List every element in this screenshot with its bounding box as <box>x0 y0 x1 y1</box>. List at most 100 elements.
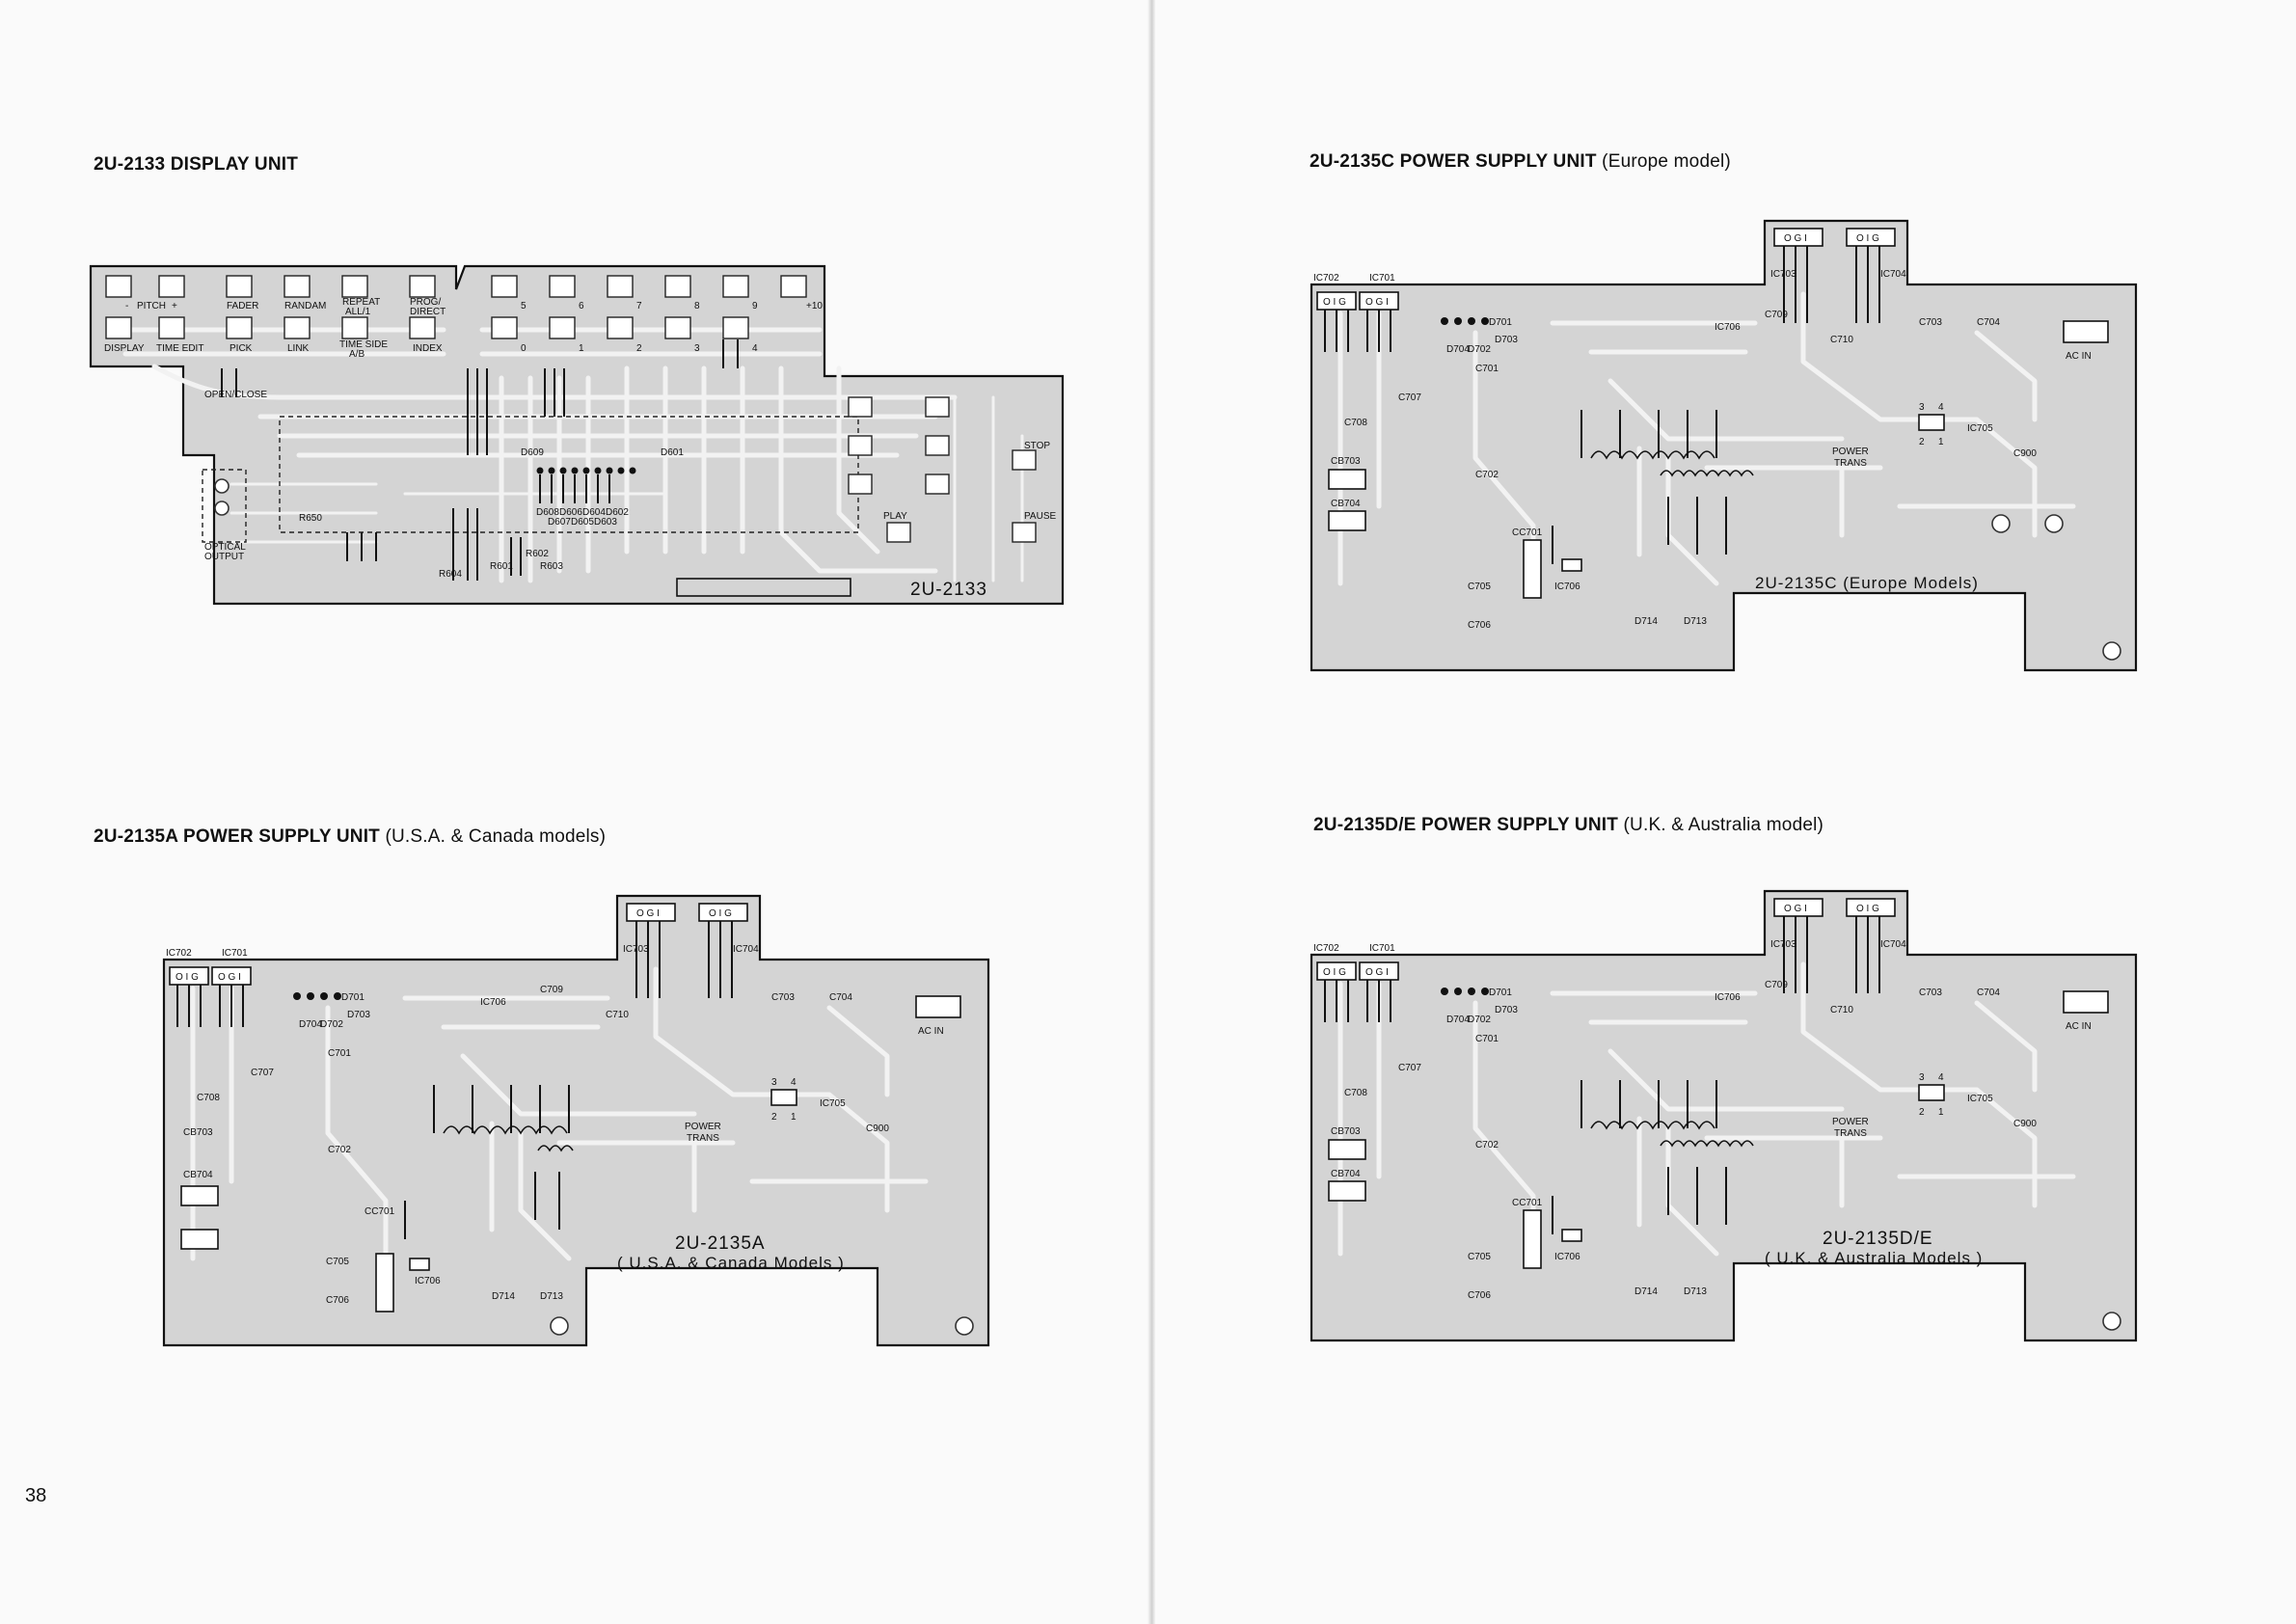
left-page <box>0 0 1149 1624</box>
lbl-r603: R603 <box>540 561 563 572</box>
psu-de-lbl-c705: C705 <box>1468 1252 1491 1262</box>
psu-de-cb703 <box>1328 1139 1366 1160</box>
psu-c-board-tag: 2U-2135C (Europe Models) <box>1755 574 1979 592</box>
psu-a-title: 2U-2135A POWER SUPPLY UNIT <box>94 826 380 847</box>
psu-c-leads <box>1324 246 1880 564</box>
psu-a-lbl-d714: D714 <box>492 1291 515 1302</box>
lbl-random: RANDAM <box>284 301 326 311</box>
display-unit-heading: 2U-2133 DISPLAY UNIT <box>94 154 298 176</box>
psu-c-lbl-power: POWER <box>1832 447 1869 457</box>
psu-de-lbl-trans: TRANS <box>1834 1128 1867 1139</box>
psu-de-leads <box>1324 916 1880 1234</box>
lbl-1: 1 <box>579 343 584 354</box>
lbl-plus10: +10 <box>806 301 823 311</box>
psu-c-lbl-p3: 3 <box>1919 402 1925 413</box>
psu-a-lbl-cc701: CC701 <box>365 1206 395 1217</box>
psu-de-lbl-ic704: IC704 <box>1880 939 1906 950</box>
lbl-d607: D607 <box>548 517 571 528</box>
psu-c-lbl-cb704: CB704 <box>1331 499 1361 509</box>
psu-de-lbl-ic705: IC705 <box>1967 1094 1993 1104</box>
psu-c-cc701 <box>1523 539 1542 599</box>
psu-c-lbl-ic702: IC702 <box>1313 273 1339 284</box>
lbl-time-side: TIME SIDE <box>339 339 388 350</box>
lbl-r602: R602 <box>526 549 549 559</box>
psu-a-hole-1 <box>955 1316 974 1336</box>
psu-c-lbl-ac-in: AC IN <box>2066 351 2092 362</box>
psu-a-lbl-d702: D702 <box>320 1019 343 1030</box>
lbl-link: LINK <box>287 343 310 354</box>
psu-a-lbl-c707: C707 <box>251 1068 274 1078</box>
psu-de-lbl-power: POWER <box>1832 1117 1869 1127</box>
psu-de-board-sub: ( U.K. & Australia Models ) <box>1765 1249 1983 1267</box>
psu-de-lbl-d704: D704 <box>1446 1015 1470 1025</box>
psu-c-lbl-c704: C704 <box>1977 317 2000 328</box>
psu-de-ic703-pins: O G I <box>1784 904 1807 914</box>
psu-a-lbl-ic702: IC702 <box>166 948 192 959</box>
psu-de-lbl-c706: C706 <box>1468 1290 1491 1301</box>
psu-a-cb703 <box>180 1185 219 1206</box>
psu-c-board: O I G O G I O G I O I G IC702 IC701 IC70… <box>1310 219 2138 672</box>
psu-a-lbl-c900: C900 <box>866 1123 889 1134</box>
lbl-direct: DIRECT <box>410 307 446 317</box>
display-unit-board: - PITCH + FADER RANDAM REPEAT ALL/1 PROG… <box>89 264 1065 606</box>
lbl-0: 0 <box>521 343 527 354</box>
psu-c-lbl-p4: 4 <box>1938 402 1944 413</box>
psu-a-board-tag: 2U-2135A <box>675 1233 766 1254</box>
lbl-5: 5 <box>521 301 527 311</box>
psu-a-hole-2 <box>550 1316 569 1336</box>
lbl-d604: D604 <box>582 507 606 518</box>
lbl-7: 7 <box>636 301 642 311</box>
psu-de-lbl-d701: D701 <box>1489 988 1512 998</box>
lbl-index: INDEX <box>413 343 443 354</box>
psu-c-lbl-c703: C703 <box>1919 317 1942 328</box>
psu-a-lbl-c709: C709 <box>540 985 563 995</box>
optical-lens <box>214 478 230 494</box>
psu-c-choke-coil <box>1660 470 1754 477</box>
psu-de-lbl-d714: D714 <box>1634 1286 1658 1297</box>
switch-pads-bottom <box>105 316 749 339</box>
psu-c-lbl-d714: D714 <box>1634 616 1658 627</box>
psu-a-lbl-d704: D704 <box>299 1019 322 1030</box>
psu-de-regulators: O I G O G I O G I O I G <box>1316 898 1896 981</box>
psu-a-lbl-power: POWER <box>685 1122 721 1132</box>
switch-pads-top <box>105 275 807 298</box>
optical-output-area <box>202 469 247 543</box>
psu-de-ic704-pins: O I G <box>1856 904 1879 914</box>
psu-a-ic701-pins: O G I <box>218 972 241 983</box>
psu-de-lbl-c708: C708 <box>1344 1088 1367 1098</box>
lbl-fader: FADER <box>227 301 258 311</box>
psu-c-lbl-c706: C706 <box>1468 620 1491 631</box>
psu-de-lbl-c704: C704 <box>1977 988 2000 998</box>
psu-c-title: 2U-2135C POWER SUPPLY UNIT <box>1310 151 1597 172</box>
psu-de-board-tag: 2U-2135D/E <box>1823 1229 1933 1249</box>
psu-a-lbl-ic706: IC706 <box>480 997 506 1008</box>
page-number: 38 <box>25 1485 47 1506</box>
lbl-open-close: OPEN/CLOSE <box>204 390 267 400</box>
psu-c-lbl-trans: TRANS <box>1834 458 1867 469</box>
psu-de-lbl-cb703: CB703 <box>1331 1126 1361 1137</box>
lbl-repeat: REPEAT <box>342 297 380 308</box>
psu-a-lbl-p1: 1 <box>791 1112 797 1123</box>
lbl-d606: D606 <box>559 507 582 518</box>
psu-c-lbl-d701: D701 <box>1489 317 1512 328</box>
psu-a-leads <box>176 921 733 1239</box>
lbl-plus: + <box>172 301 177 311</box>
lbl-ab: A/B <box>349 349 365 360</box>
lbl-8: 8 <box>694 301 700 311</box>
psu-c-lbl-c707: C707 <box>1398 392 1421 403</box>
psu-a-lbl-p4: 4 <box>791 1077 797 1088</box>
psu-a-ic705 <box>770 1089 797 1106</box>
psu-de-ic705 <box>1918 1084 1945 1101</box>
psu-de-lbl-c709: C709 <box>1765 980 1788 990</box>
psu-a-diodes <box>293 992 341 1000</box>
psu-a-cb704 <box>180 1229 219 1250</box>
psu-c-ic702-pins: O I G <box>1323 297 1346 308</box>
psu-c-lbl-c710: C710 <box>1830 335 1853 345</box>
psu-c-lbl-c709: C709 <box>1765 310 1788 320</box>
psu-c-lbl-d713: D713 <box>1684 616 1707 627</box>
display-board-tag: 2U-2133 <box>910 580 987 600</box>
psu-de-cb704 <box>1328 1180 1366 1202</box>
psu-c-cb704 <box>1328 510 1366 531</box>
psu-de-lbl-p2: 2 <box>1919 1107 1925 1118</box>
psu-de-board: O I G O G I O G I O I G IC702 IC701 IC70… <box>1310 889 2138 1342</box>
